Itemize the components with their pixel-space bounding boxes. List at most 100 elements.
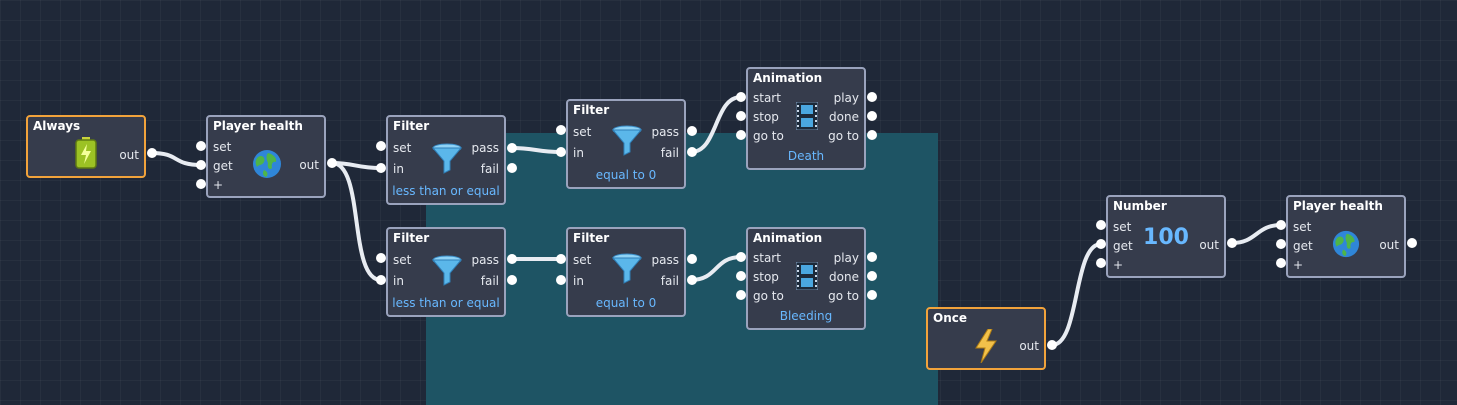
filter-set-port[interactable] [376,253,386,263]
filter-in-port[interactable] [376,275,386,285]
once-out-port[interactable] [1047,340,1057,350]
port-label-set: set [1113,220,1132,234]
film-strip-icon [796,262,818,290]
filter-pass-port[interactable] [507,143,517,153]
port-label-in: in [573,146,584,160]
once-node[interactable]: Once out [926,307,1046,370]
port-label-get: get [1293,239,1313,253]
filter-set-port[interactable] [556,254,566,264]
port-label-set: set [213,140,232,154]
node-title: Animation [753,231,823,245]
filter-node[interactable]: Filter set in pass fail equal to 0 [566,99,686,189]
port-label-done: done [829,270,859,284]
player-health-get-port[interactable] [1276,239,1286,249]
number-value: 100 [1143,225,1189,250]
filter-set-port[interactable] [376,141,386,151]
globe-icon [1332,230,1360,258]
filter-node[interactable]: Filter set in pass fail equal to 0 [566,227,686,317]
port-label-stop: stop [753,110,779,124]
port-label-done: done [829,110,859,124]
port-label-in: in [573,274,584,288]
number-plus-port[interactable] [1096,258,1106,268]
port-label-get: get [213,159,233,173]
port-label-set: set [393,253,412,267]
animation-go-to-port[interactable] [736,290,746,300]
filter-condition: less than or equal [392,296,500,310]
node-title: Once [933,311,967,325]
node-title: Player health [1293,199,1383,213]
node-title: Number [1113,199,1167,213]
animation-start-port[interactable] [736,92,746,102]
port-label-fail: fail [660,274,679,288]
animation-play-port[interactable] [867,92,877,102]
player-health-node[interactable]: Player health set get + out [206,115,326,198]
port-label-pass: pass [651,253,679,267]
filter-fail-port[interactable] [687,147,697,157]
animation-go-to-out-port[interactable] [867,130,877,140]
node-title: Filter [393,119,430,133]
animation-go-to-out-port[interactable] [867,290,877,300]
player-health-set-port[interactable] [196,141,206,151]
animation-node[interactable]: Animation start stop go to play done go … [746,67,866,170]
filter-pass-port[interactable] [687,254,697,264]
animation-done-port[interactable] [867,271,877,281]
filter-node[interactable]: Filter set in pass fail less than or equ… [386,115,506,205]
number-set-port[interactable] [1096,220,1106,230]
number-get-port[interactable] [1096,239,1106,249]
filter-in-port[interactable] [556,147,566,157]
player-health-node[interactable]: Player health set get + out [1286,195,1406,278]
filter-set-port[interactable] [556,125,566,135]
battery-icon [75,137,97,169]
filter-pass-port[interactable] [507,254,517,264]
always-out-port[interactable] [147,148,157,158]
port-label-go-to: go to [753,289,784,303]
animation-play-port[interactable] [867,252,877,262]
funnel-icon [432,143,462,174]
wire-always-to-player-health [150,151,203,167]
wire-number-to-player-health-set [1230,223,1283,245]
number-node[interactable]: Number set get + 100 out [1106,195,1226,278]
port-label-set: set [1293,220,1312,234]
port-label-fail: fail [480,274,499,288]
filter-fail-port[interactable] [507,275,517,285]
node-title: Always [33,119,81,133]
always-node[interactable]: Always out [26,115,146,178]
player-health-out-port[interactable] [327,158,337,168]
animation-stop-port[interactable] [736,271,746,281]
filter-fail-port[interactable] [687,275,697,285]
port-label-stop: stop [753,270,779,284]
player-health-get-port[interactable] [196,160,206,170]
filter-condition: less than or equal [392,184,500,198]
filter-condition: equal to 0 [595,168,657,182]
player-health-out-port[interactable] [1407,238,1417,248]
number-out-port[interactable] [1227,238,1237,248]
filter-pass-port[interactable] [687,126,697,136]
filter-condition: equal to 0 [595,296,657,310]
port-label-pass: pass [471,253,499,267]
node-title: Animation [753,71,823,85]
film-strip-icon [796,102,818,130]
wire-player-health-to-filter-bottom [330,161,383,282]
filter-in-port[interactable] [556,275,566,285]
filter-fail-port[interactable] [507,163,517,173]
filter-node[interactable]: Filter set in pass fail less than or equ… [386,227,506,317]
port-label-out: out [1379,238,1399,252]
node-title: Filter [573,103,610,117]
port-label-fail: fail [660,146,679,160]
player-health-plus-port[interactable] [196,179,206,189]
filter-in-port[interactable] [376,163,386,173]
animation-clip-name: Death [787,149,825,163]
port-label-set: set [573,125,592,139]
animation-start-port[interactable] [736,252,746,262]
animation-node[interactable]: Animation start stop go to play done go … [746,227,866,330]
animation-stop-port[interactable] [736,111,746,121]
animation-go-to-port[interactable] [736,130,746,140]
port-label-play: play [833,91,859,105]
node-title: Filter [393,231,430,245]
animation-done-port[interactable] [867,111,877,121]
player-health-plus-port[interactable] [1276,258,1286,268]
player-health-set-port[interactable] [1276,220,1286,230]
port-label-pass: pass [471,141,499,155]
port-label-in: in [393,162,404,176]
port-label-pass: pass [651,125,679,139]
